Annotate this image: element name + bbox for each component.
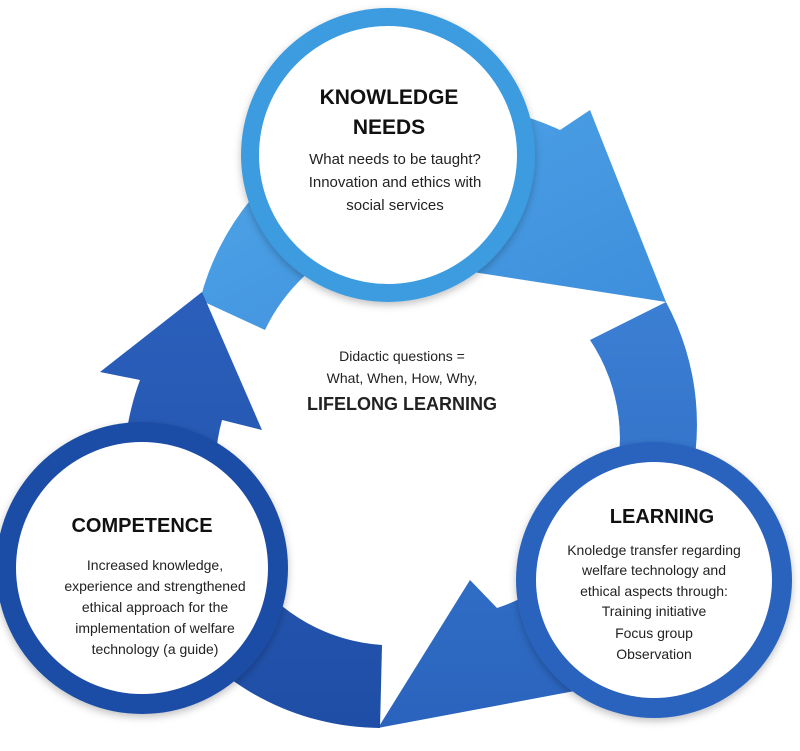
knowledge-needs-face — [259, 26, 517, 284]
learning-line-1: Knoledge transfer regarding — [567, 542, 741, 558]
learning-line-5: Focus group — [615, 625, 693, 641]
center-line-1: Didactic questions = — [339, 348, 465, 364]
center-line-2: What, When, How, Why, — [327, 370, 478, 386]
competence-line-1: Increased knowledge, — [87, 557, 223, 573]
learning-line-2: welfare technology and — [581, 562, 726, 578]
node-knowledge-needs — [241, 8, 535, 302]
knowledge-needs-line-3: social services — [346, 197, 444, 214]
arrow-competence-to-knowledge — [100, 292, 382, 728]
node-competence — [0, 422, 288, 714]
competence-line-3: ethical approach for the — [82, 599, 229, 615]
knowledge-needs-line-1: What needs to be taught? — [309, 151, 481, 168]
center-caption: Didactic questions = What, When, How, Wh… — [307, 348, 497, 414]
learning-line-6: Observation — [616, 646, 691, 662]
competence-line-5: technology (a guide) — [92, 641, 219, 657]
learning-line-4: Training initiative — [602, 603, 707, 619]
learning-face — [536, 462, 772, 698]
competence-face — [16, 442, 268, 694]
knowledge-needs-title-line1: KNOWLEDGE — [320, 86, 459, 109]
center-line-3: LIFELONG LEARNING — [307, 394, 497, 414]
competence-line-2: experience and strengthened — [64, 578, 245, 594]
node-learning — [516, 442, 792, 718]
knowledge-needs-line-2: Innovation and ethics with — [309, 174, 482, 191]
learning-title: LEARNING — [610, 506, 714, 528]
arrow-learning-to-competence — [378, 302, 697, 728]
competence-line-4: implementation of welfare — [75, 620, 235, 636]
knowledge-needs-title-line2: NEEDS — [353, 116, 425, 139]
learning-line-3: ethical aspects through: — [580, 583, 728, 599]
competence-title: COMPETENCE — [71, 515, 212, 537]
